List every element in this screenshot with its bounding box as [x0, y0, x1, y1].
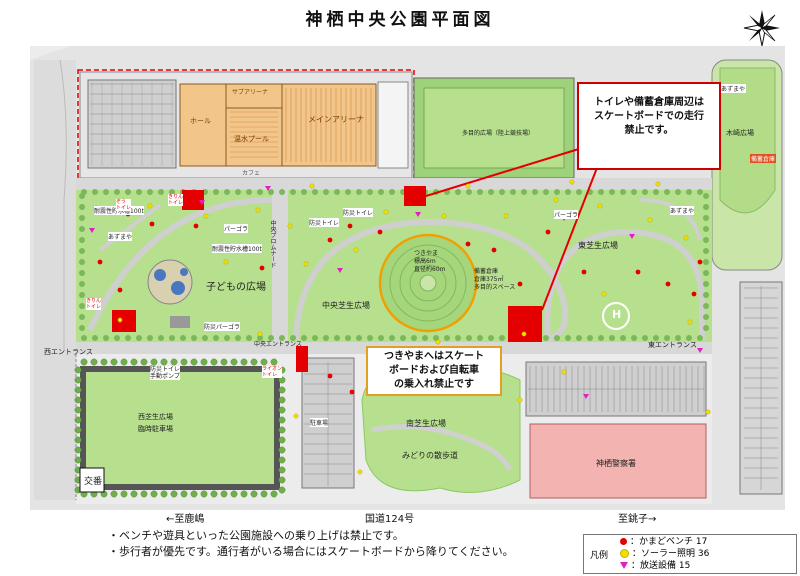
- direction-kashima: ←至鹿嶋: [166, 514, 205, 525]
- skateboard-warning-callout: トイレや備蓄倉庫周辺は スケートボードでの走行 禁止です。: [577, 82, 721, 170]
- label-hydrant-tank2: 耐震性貯水槽100t: [212, 244, 262, 253]
- note-1: ・ベンチや遊具といった公園施設への乗り上げは禁止です。: [108, 529, 404, 542]
- legend-item-solar: ：ソーラー照明 36: [620, 548, 709, 560]
- label-east-entrance: 東エントランス: [648, 341, 697, 349]
- direction-route124: 国道124号: [365, 514, 415, 525]
- koban-box: [79, 467, 105, 493]
- label-kirin-toilet-top: きりん トイレ: [168, 194, 184, 206]
- no-skate-zone-5: [296, 346, 308, 372]
- label-west-toilet: きりん トイレ: [86, 298, 102, 310]
- label-temp-parking: 臨時駐車場: [138, 425, 173, 433]
- label-azumaya-west: あずまや: [108, 232, 133, 241]
- jungle-gym-playground: [147, 259, 193, 305]
- label-parking-lot: 駐車場: [310, 418, 329, 427]
- label-bousai-pergola: 防災パーゴラ: [204, 322, 241, 331]
- bench-dot-icon: [620, 538, 627, 545]
- label-main-arena: メインアリーナ: [308, 115, 364, 124]
- no-skate-zone-4: [508, 306, 542, 342]
- label-subarena: サブアリーナ: [232, 89, 269, 96]
- bichiku-name: 備蓄倉庫: [474, 268, 499, 275]
- label-lion-toilet: ライオン トイレ: [262, 366, 283, 378]
- label-koban: 交番: [84, 477, 103, 487]
- label-bousai-toilet: 防災トイレ: [343, 208, 374, 217]
- bichiku-area: 倉庫375㎡: [474, 276, 504, 283]
- label-azumaya-top: あずまや: [720, 84, 747, 93]
- note-2: ・歩行者が優先です。通行者がいる場合にはスケートボードから降りてください。: [108, 545, 514, 558]
- hall-building: [179, 83, 227, 167]
- legend-text-bench: ：かまどベンチ 17: [630, 537, 708, 547]
- legend-text-solar: ：ソーラー照明 36: [632, 549, 710, 559]
- legend-item-speaker: ：放送設備 15: [620, 560, 690, 572]
- subarena-building: [225, 83, 283, 109]
- map-title: 神栖中央公園平面図: [305, 10, 495, 30]
- label-kisaki-plaza: 木崎広場: [726, 129, 754, 137]
- label-south-lawn: 南芝生広場: [406, 419, 446, 428]
- legend-item-bench: ：かまどベンチ 17: [620, 536, 707, 548]
- label-zou-toilet: ぞう トイレ: [116, 199, 132, 211]
- tsukiyama-height: 標高6m: [414, 258, 436, 265]
- label-central-lawn: 中央芝生広場: [322, 301, 370, 310]
- label-kids-plaza: 子どもの広場: [206, 282, 266, 293]
- label-cafe: カフェ: [242, 170, 261, 177]
- label-warm-pool: 温水プール: [234, 135, 269, 143]
- tsukiyama-name: つきやま: [414, 250, 439, 257]
- label-east-lawn: 東芝生広場: [578, 241, 618, 250]
- bichiku-space: 多目的スペース: [474, 284, 516, 291]
- tsukiyama-warning-callout: つきやまへはスケート ボードおよび自転車 の乗入れ禁止です: [366, 346, 502, 396]
- label-center-entrance: 中央エントランス: [254, 341, 302, 348]
- label-police: 神栖警察署: [596, 459, 636, 468]
- tsukiyama-diameter: 直径約60m: [414, 266, 446, 273]
- label-multipurpose: 多目的広場（陸上競技場）: [462, 130, 535, 137]
- label-pergola-east: パーゴラ: [554, 210, 579, 219]
- compass-rose-icon: [743, 10, 780, 47]
- label-azumaya-east: あずまや: [670, 206, 695, 215]
- police-station: [529, 423, 707, 499]
- label-west-lawn: 西芝生広場: [138, 413, 173, 421]
- label-bichiku: 備蓄倉庫 倉庫375㎡ 多目的スペース: [474, 268, 515, 292]
- solar-light-dot-icon: [620, 549, 629, 558]
- heliport: [602, 302, 630, 330]
- label-warehouse-top: 備蓄倉庫: [750, 154, 777, 163]
- central-promenade: [272, 184, 288, 344]
- tsukiyama-mound: [378, 233, 478, 333]
- label-guard-facility: 防災トイレ: [309, 218, 340, 227]
- legend-text-speaker: ：放送設備 15: [631, 561, 691, 571]
- no-skate-zone-1: [182, 190, 204, 210]
- main-arena-building: [281, 83, 377, 167]
- label-bousai-pump: 防災トイレ 手動ポンプ: [150, 366, 181, 380]
- label-central-avenue: 中央プロムナード: [269, 220, 276, 268]
- speaker-triangle-icon: [620, 562, 628, 569]
- no-skate-zone-2: [404, 186, 426, 206]
- legend-label: 凡例: [590, 551, 609, 561]
- no-skate-zone-3: [112, 310, 136, 332]
- label-tsukiyama: つきやま 標高6m 直径約60m: [414, 250, 445, 274]
- label-green-walk: みどりの散歩道: [402, 451, 458, 460]
- direction-choshi: 至銚子→: [618, 514, 657, 525]
- west-lawn: [86, 372, 274, 484]
- label-west-entrance: 西エントランス: [44, 348, 93, 356]
- legend: 凡例 ：かまどベンチ 17 ：ソーラー照明 36 ：放送設備 15: [583, 534, 797, 574]
- label-hall: ホール: [190, 117, 211, 125]
- heliport-mark: H: [612, 308, 622, 321]
- label-pergola: パーゴラ: [224, 224, 249, 233]
